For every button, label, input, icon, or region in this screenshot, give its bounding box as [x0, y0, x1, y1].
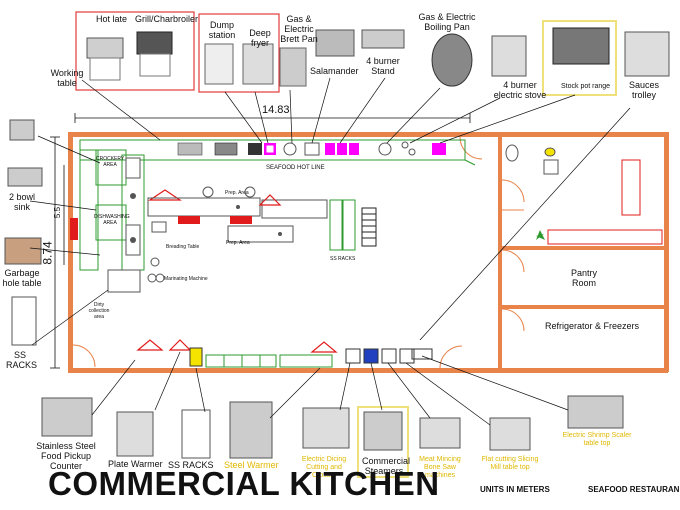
inner-dimension: 5.5: [53, 206, 63, 219]
door-swings: [72, 136, 525, 369]
label-breading-table: Breading Table: [166, 244, 200, 250]
depth-dimension: 8.74: [40, 241, 55, 265]
label-dump-station: Dump station: [208, 20, 236, 40]
label-ss-racks-plan: SS RACKS: [330, 256, 356, 262]
hot-line-equipment: [177, 141, 446, 156]
label-bowl-sink: 2 bowl sink: [8, 192, 35, 212]
label-ss-racks-bottom: SS RACKS: [168, 460, 214, 470]
prep-area-tables: [147, 186, 328, 243]
label-boiling-pan: Gas & Electric Boiling Pan: [418, 12, 476, 32]
label-hot-line: SEAFOOD HOT LINE: [266, 165, 325, 171]
label-food-pickup: Stainless Steel Food Pickup Counter: [36, 441, 96, 471]
restroom-fixtures: [505, 144, 663, 245]
label-stock-pot: Stock pot range: [561, 83, 611, 90]
label-pantry: Pantry Room: [570, 268, 597, 288]
label-plate-warmer: Plate Warmer: [108, 459, 163, 469]
restaurant-name: SEAFOOD RESTAURAN: [588, 485, 680, 494]
label-ss-racks-left: SS RACKS: [6, 350, 38, 370]
label-hot-plate: Hot late: [96, 14, 128, 24]
label-refrigerator: Refrigerator & Freezers: [545, 321, 640, 331]
callout-frames: [75, 11, 617, 478]
label-marinating: Marinating Machine: [164, 276, 208, 282]
label-garbage-table: Garbage hole table: [2, 268, 42, 288]
label-slicer: Flat cutting Slicing Mill table top: [481, 456, 539, 471]
label-electric-stove: 4 burner electric stove: [493, 80, 547, 100]
label-cutting-machine: Electric Dicing Cutting and Cross...: [301, 456, 347, 479]
equipment-pictures: [4, 27, 670, 459]
label-sauces-trolley: Sauces trolley: [628, 80, 660, 100]
label-commercial-steamers: Commercial Steamers: [362, 456, 411, 476]
label-shrimp-scaler: Electric Shrimp Scaler table top: [562, 432, 632, 447]
units-note: UNITS IN METERS: [480, 485, 550, 494]
leader-lines: [29, 77, 631, 426]
ss-racks-plan: [329, 199, 356, 251]
label-grill: Grill/Charbroiler: [135, 14, 199, 24]
page-title: COMMERCIAL KITCHEN: [48, 465, 440, 502]
label-meat-mincing: Meat Mincing Bone Saw machines: [419, 456, 461, 479]
label-steel-warmer: Steel Warmer: [224, 460, 279, 470]
rack-cart: [361, 207, 377, 247]
label-prep-area-1: Prep. Area: [225, 190, 249, 196]
label-crockery: CROCKERY AREA: [96, 156, 125, 168]
label-dirty-collection: Dirty collection area: [88, 302, 110, 320]
left-fixtures: [70, 157, 165, 293]
label-burner-stand: 4 burner Stand: [366, 56, 400, 76]
label-working-table: Working table: [50, 68, 84, 88]
label-salamander: Salamander: [310, 66, 359, 76]
width-dimension: 14.83: [262, 104, 290, 116]
bottom-counters: [136, 339, 433, 368]
label-brett-pan: Gas & Electric Brett Pan: [280, 14, 318, 44]
label-dishwashing: DISHWASHING AREA: [94, 214, 130, 226]
kitchen-walls: [68, 132, 669, 373]
label-deep-fryer: Deep fryer: [249, 28, 271, 48]
dimension-lines: [50, 113, 471, 369]
label-prep-area-2: Prep. Area: [226, 240, 250, 246]
